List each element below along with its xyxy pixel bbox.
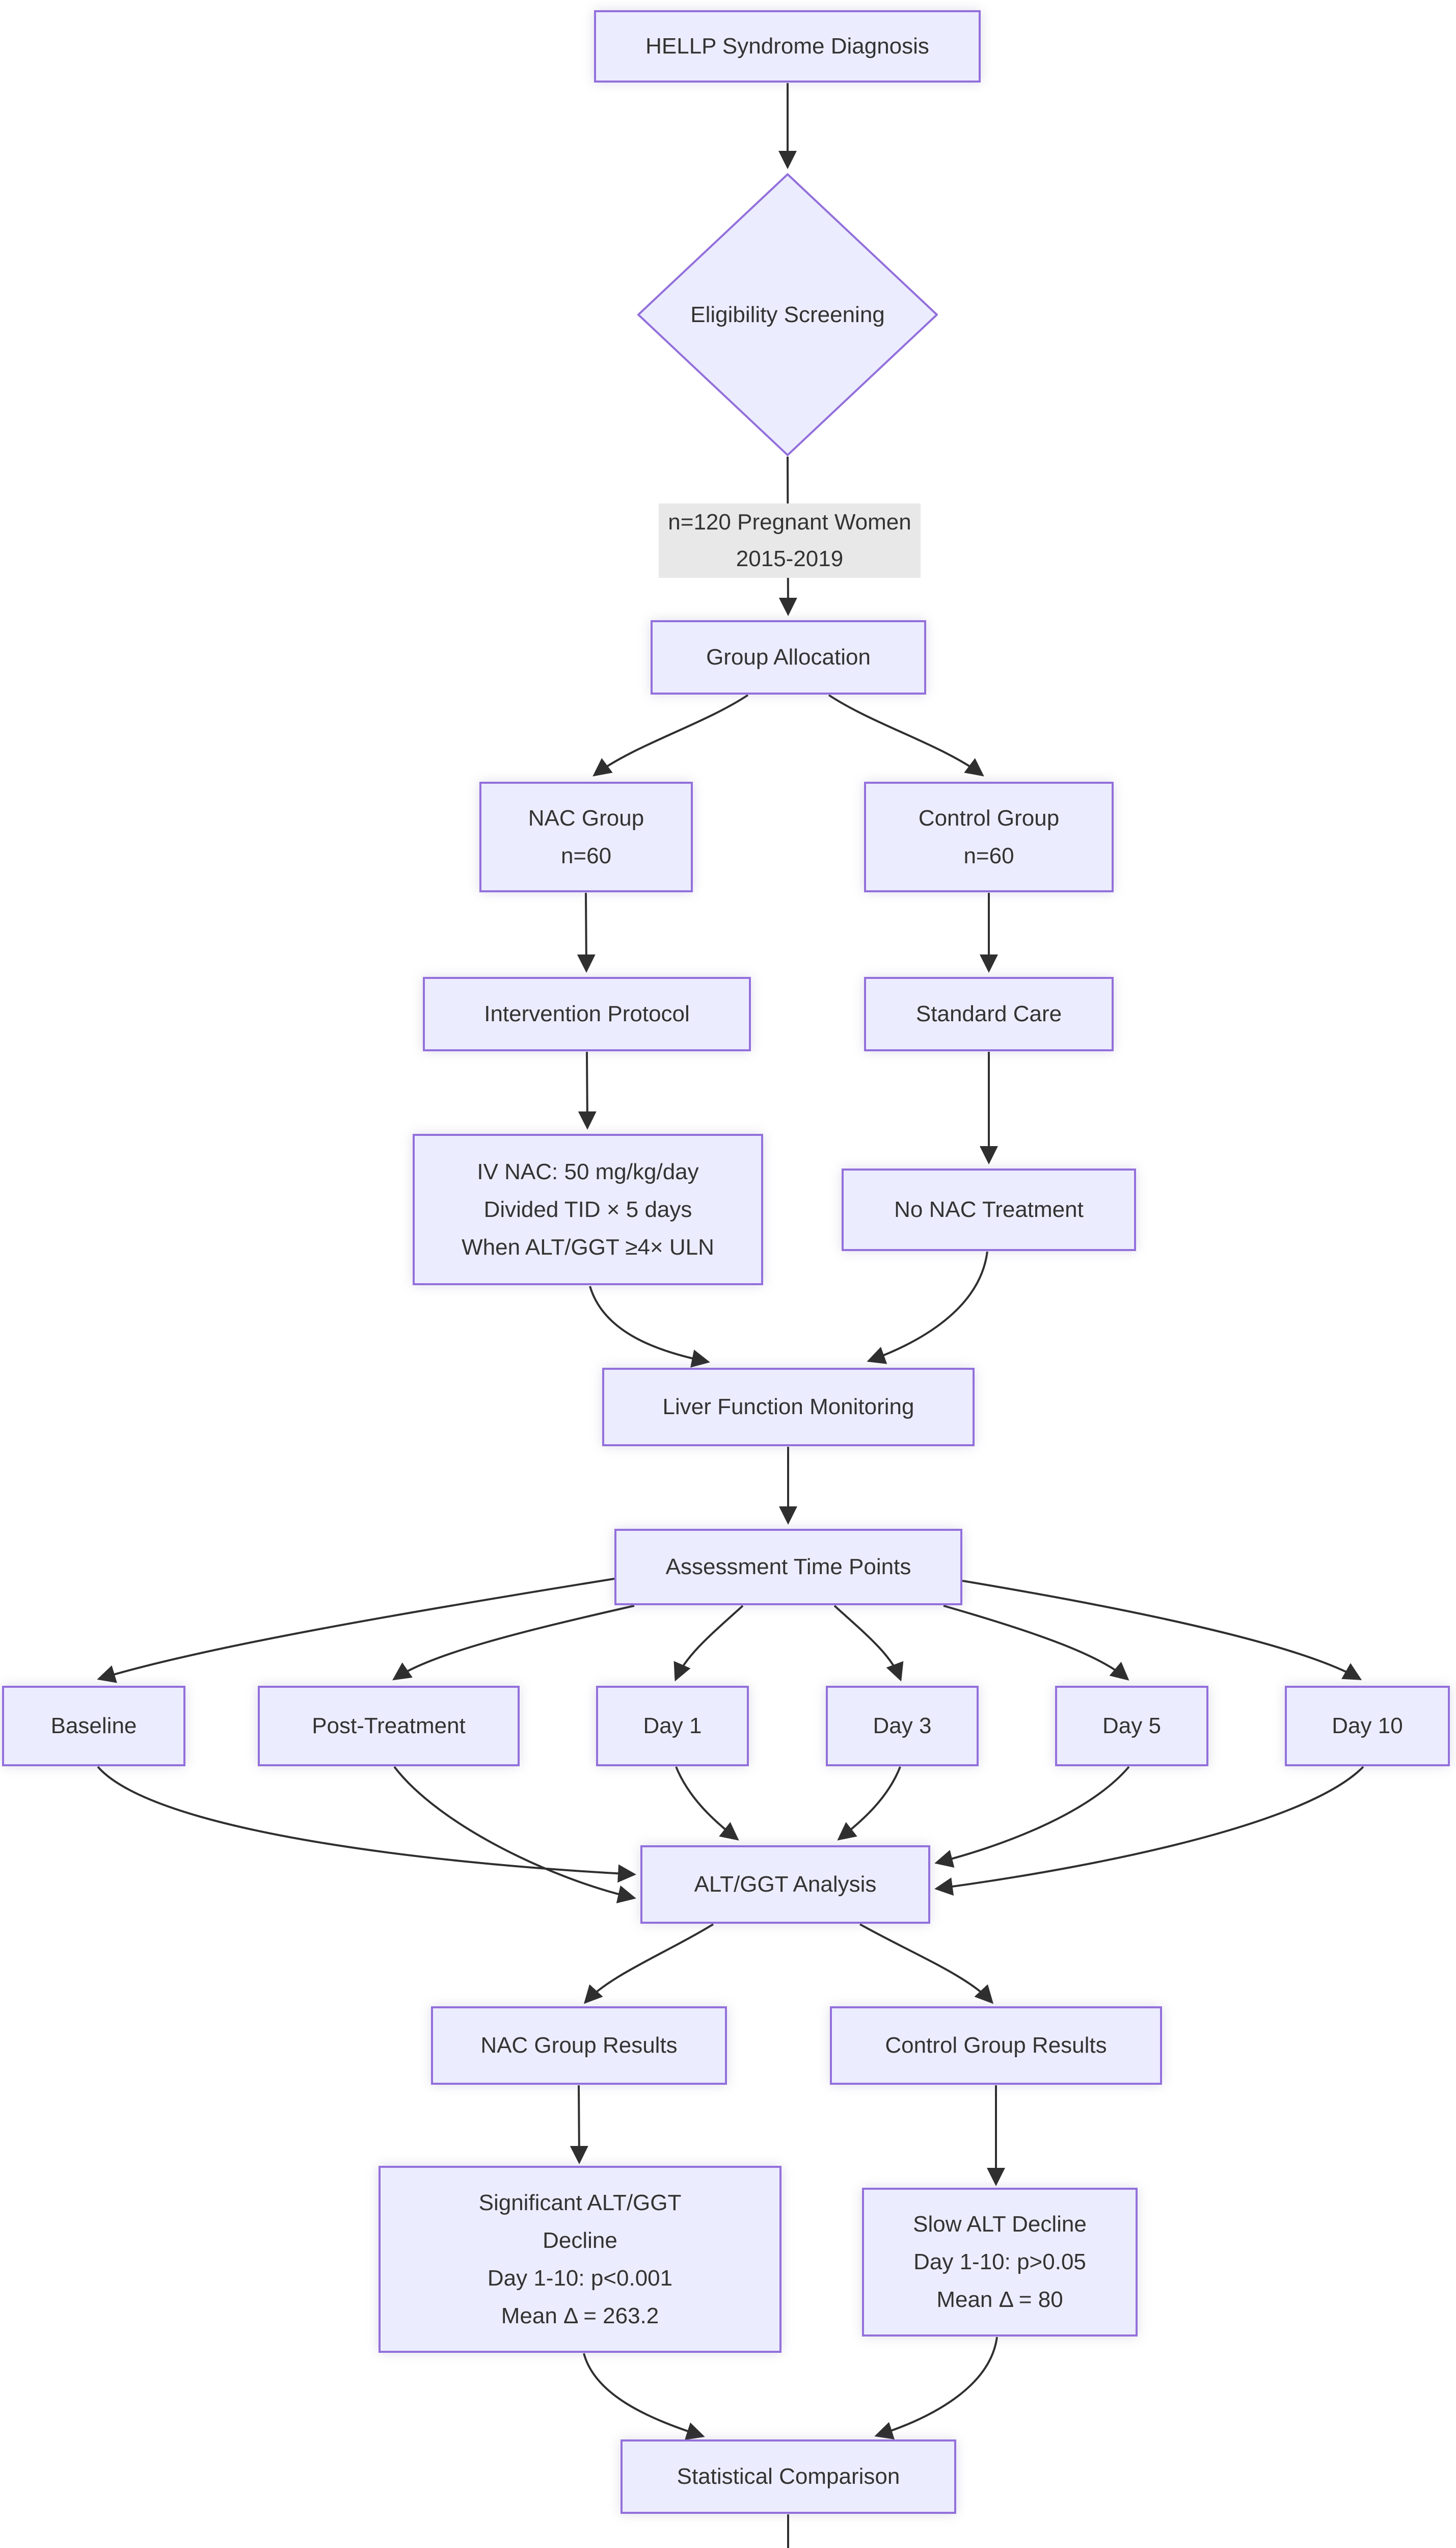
- node-control-group-line: n=60: [963, 843, 1014, 868]
- node-control-results: Control Group Results: [830, 2006, 1162, 2085]
- node-day-10-line: Day 10: [1332, 1713, 1403, 1738]
- edge-timepoints-day-1: [673, 1605, 744, 1682]
- node-nac-results-line: NAC Group Results: [480, 2033, 678, 2058]
- node-control-group: Control Group n=60: [864, 782, 1114, 892]
- node-iv-nac-line: IV NAC: 50 mg/kg/day: [477, 1159, 699, 1184]
- node-nac-group-line: n=60: [560, 843, 612, 868]
- edge-label-cohort-line: n=120 Pregnant Women: [668, 510, 911, 535]
- edge-analysis-nac-results: [583, 1923, 714, 2004]
- node-nac-outcome-line: Mean Δ = 263.2: [501, 2303, 659, 2328]
- edge-no-nac-monitoring: [867, 1251, 988, 1364]
- edge-timepoints-day-3: [833, 1605, 904, 1682]
- node-control-results-line: Control Group Results: [885, 2033, 1107, 2058]
- node-timepoints: Assessment Time Points: [614, 1529, 962, 1605]
- edge-day-3-analysis: [837, 1766, 901, 1841]
- node-day-5-line: Day 5: [1102, 1713, 1161, 1738]
- node-day-1-line: Day 1: [643, 1713, 702, 1738]
- node-intervention-line: Intervention Protocol: [484, 1001, 690, 1026]
- diamond-shape: [637, 173, 938, 456]
- edge-label-cohort-line: 2015-2019: [736, 546, 844, 571]
- node-nac-results: NAC Group Results: [431, 2006, 727, 2085]
- node-timepoints-line: Assessment Time Points: [665, 1554, 911, 1579]
- node-standard-care-line: Standard Care: [915, 1001, 1062, 1026]
- node-nac-outcome-line: Significant ALT/GGT: [478, 2190, 682, 2215]
- node-day-10: Day 10: [1285, 1686, 1450, 1766]
- node-analysis: ALT/GGT Analysis: [640, 1845, 930, 1924]
- edge-day-1-analysis: [675, 1766, 739, 1841]
- node-post-treatment-line: Post-Treatment: [312, 1713, 466, 1738]
- node-baseline-line: Baseline: [50, 1713, 137, 1738]
- edge-allocation-nac-group: [592, 694, 749, 777]
- node-allocation-line: Group Allocation: [706, 645, 871, 670]
- node-analysis-line: ALT/GGT Analysis: [694, 1872, 877, 1897]
- edge-analysis-control-results: [859, 1923, 994, 2004]
- edge-post-treatment-analysis: [393, 1766, 636, 1903]
- node-control-outcome-line: Day 1-10: p>0.05: [913, 2249, 1086, 2274]
- edge-timepoints-baseline: [97, 1578, 615, 1683]
- node-day-3-line: Day 3: [873, 1713, 932, 1738]
- node-diagnosis-line: HELLP Syndrome Diagnosis: [645, 34, 929, 59]
- node-day-1: Day 1: [596, 1686, 749, 1766]
- node-day-5: Day 5: [1055, 1686, 1208, 1766]
- node-screening: Eligibility Screening: [637, 173, 938, 456]
- edge-control-outcome-stats: [874, 2337, 998, 2440]
- node-post-treatment: Post-Treatment: [258, 1686, 520, 1766]
- edge-baseline-analysis: [97, 1766, 636, 1883]
- node-iv-nac-line: Divided TID × 5 days: [483, 1197, 692, 1222]
- edge-day-5-analysis: [934, 1766, 1130, 1868]
- node-baseline: Baseline: [2, 1686, 185, 1766]
- node-screening-line: Eligibility Screening: [690, 302, 885, 327]
- node-monitoring-line: Liver Function Monitoring: [662, 1394, 914, 1419]
- node-intervention: Intervention Protocol: [423, 977, 751, 1051]
- edge-nac-outcome-stats: [583, 2353, 705, 2440]
- node-stats: Statistical Comparison: [621, 2439, 956, 2514]
- node-control-group-line: Control Group: [918, 805, 1060, 831]
- node-standard-care: Standard Care: [864, 977, 1114, 1051]
- node-diagnosis: HELLP Syndrome Diagnosis: [594, 10, 981, 83]
- edge-day-10-analysis: [934, 1766, 1364, 1896]
- edge-timepoints-post-treatment: [392, 1605, 635, 1681]
- node-nac-group: NAC Group n=60: [479, 782, 693, 892]
- node-monitoring: Liver Function Monitoring: [602, 1368, 975, 1446]
- edge-iv-nac-monitoring: [589, 1286, 710, 1368]
- node-iv-nac-line: When ALT/GGT ≥4× ULN: [462, 1234, 714, 1260]
- edge-allocation-control-group: [828, 694, 984, 777]
- node-no-nac: No NAC Treatment: [842, 1169, 1136, 1251]
- node-nac-group-line: NAC Group: [528, 805, 644, 831]
- node-nac-outcome-line: Day 1-10: p<0.001: [487, 2265, 673, 2291]
- node-allocation: Group Allocation: [651, 620, 926, 695]
- node-nac-outcome-line: Decline: [543, 2227, 617, 2253]
- edge-label-cohort: n=120 Pregnant Women 2015-2019: [659, 503, 921, 578]
- node-day-3: Day 3: [826, 1686, 979, 1766]
- edge-timepoints-day-5: [943, 1605, 1129, 1681]
- node-control-outcome-line: Mean Δ = 80: [936, 2287, 1063, 2312]
- edge-timepoints-day-10: [962, 1580, 1362, 1680]
- node-control-outcome-line: Slow ALT Decline: [913, 2212, 1087, 2237]
- node-stats-line: Statistical Comparison: [677, 2464, 900, 2489]
- node-no-nac-line: No NAC Treatment: [894, 1197, 1084, 1222]
